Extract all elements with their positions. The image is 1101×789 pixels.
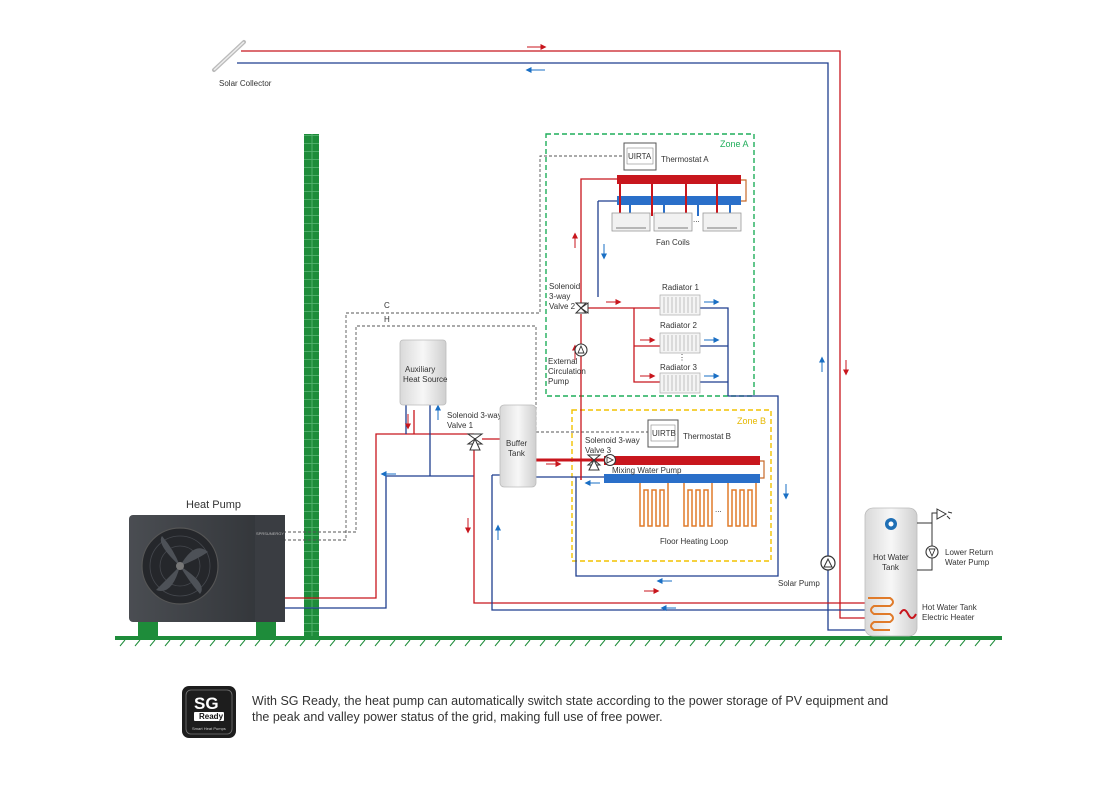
sg-badge-tiny: Smart Heat Pumps [192, 726, 226, 731]
zone-a-pipes [580, 178, 729, 480]
lower-return-pump-label-2: Water Pump [945, 558, 990, 567]
lower-return-pump-icon [917, 522, 939, 571]
radiator-2 [659, 332, 701, 354]
fan-coil-manifolds [617, 175, 747, 216]
electric-heater-icon [899, 609, 917, 619]
uirtb-label: UIRTB [652, 429, 676, 438]
zone-b-boundary [571, 409, 772, 562]
control-wires [283, 155, 648, 541]
wire-c-label: C [384, 301, 390, 310]
solar-collector-icon [212, 40, 246, 72]
zone-a-label: Zone A [720, 139, 749, 149]
sg-ready-badge [182, 686, 236, 738]
fan-coils-dots: ... [693, 215, 700, 224]
solar-pipes [237, 50, 868, 631]
valve-2-label-1: Solenoid [549, 282, 580, 291]
zone-b-label: Zone B [737, 416, 766, 426]
hot-water-tank [864, 507, 918, 637]
hot-water-tank-label-2: Tank [882, 563, 900, 572]
fan-coil-units [611, 212, 742, 232]
solar-pump-label: Solar Pump [778, 579, 820, 588]
valve-3-label-1: Solenoid 3-way [585, 436, 640, 445]
valve-1-label-2: Valve 1 [447, 421, 474, 430]
auxiliary-heat-source [399, 339, 447, 406]
solar-pump-icon [820, 555, 836, 571]
thermostat-a-label: Thermostat A [661, 155, 709, 164]
sg-badge-main: SG [194, 694, 219, 713]
hot-water-tank-label-1: Hot Water [873, 553, 909, 562]
electric-heater-label-2: Electric Heater [922, 613, 975, 622]
valve-2-label-3: Valve 2 [549, 302, 576, 311]
ground [115, 636, 1002, 647]
radiator-3 [659, 372, 701, 394]
radiator-2-label: Radiator 2 [660, 321, 697, 330]
electric-heater-label-1: Hot Water Tank [922, 603, 978, 612]
building-wall [304, 134, 319, 636]
solenoid-valve-1-icon [466, 433, 484, 451]
floor-dots: ... [715, 505, 722, 514]
mixing-pump-label: Mixing Water Pump [612, 466, 682, 475]
buffer-tank [499, 404, 537, 488]
thermostat-a [623, 142, 657, 171]
valve-3-label-2: Valve 3 [585, 446, 612, 455]
aux-heat-label-1: Auxiliary [405, 365, 435, 374]
solenoid-valve-2-icon [574, 302, 589, 314]
floor-manifolds [604, 456, 765, 483]
radiator-1 [659, 294, 701, 316]
zone-a-boundary [545, 133, 755, 397]
solar-collector-label: Solar Collector [219, 79, 272, 88]
uirta-label: UIRTA [628, 152, 652, 161]
heat-pump-unit [129, 515, 285, 636]
wire-h-label: H [384, 315, 390, 324]
heat-pump-brand: SPRSUNERGY [256, 531, 284, 536]
tank-heat-exchange-coils [868, 597, 894, 631]
valve-2-label-2: 3-way [549, 292, 570, 301]
heat-pump-title: Heat Pump [186, 499, 241, 511]
shower-head-icon [931, 508, 953, 523]
buffer-tank-label-2: Tank [508, 449, 526, 458]
external-circulation-pump-icon [574, 343, 588, 357]
floor-heating-loop-label: Floor Heating Loop [660, 537, 729, 546]
ext-pump-label-2: Circulation [548, 367, 586, 376]
main-pipes [283, 395, 868, 611]
valve-1-label-1: Solenoid 3-way [447, 411, 502, 420]
temperature-gauge-icon [885, 518, 897, 530]
lower-return-pump-label-1: Lower Return [945, 548, 993, 557]
radiator-dots: ⋮ [678, 353, 686, 362]
radiator-3-label: Radiator 3 [660, 363, 697, 372]
fan-coils-label: Fan Coils [656, 238, 690, 247]
thermostat-b [647, 419, 679, 448]
radiator-1-label: Radiator 1 [662, 283, 699, 292]
sg-ready-description: With SG Ready, the heat pump can automat… [252, 694, 889, 724]
mixing-water-pump-icon [604, 454, 616, 466]
thermostat-b-label: Thermostat B [683, 432, 731, 441]
sg-badge-sub: Ready [199, 712, 224, 721]
buffer-tank-label-1: Buffer [506, 439, 528, 448]
floor-heating-coils [639, 483, 757, 527]
aux-heat-label-2: Heat Source [403, 375, 448, 384]
ext-pump-label-1: External [548, 357, 578, 366]
ext-pump-label-3: Pump [548, 377, 569, 386]
solenoid-valve-3-icon [586, 454, 602, 471]
